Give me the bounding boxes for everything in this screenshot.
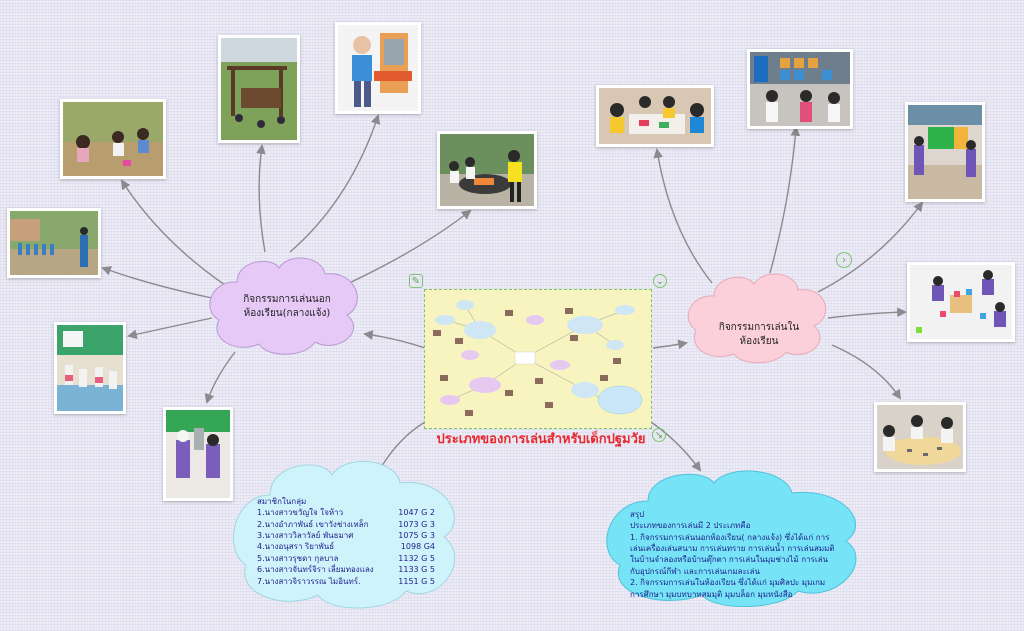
member-name: 1.นางสาวขวัญใจ ใจห้าว xyxy=(257,508,344,518)
indoor-node-label[interactable]: กิจกรรมการเล่นในห้องเรียน xyxy=(718,322,800,347)
connector-indoor-photo-2 xyxy=(769,126,801,274)
member-id: 1132 G 5 xyxy=(398,553,435,563)
connector-center-outdoor xyxy=(363,330,426,349)
member-row: 6.นางสาวจันทร์จิรา เลี่ยมทองแลง 1133 G 5 xyxy=(257,564,435,575)
summary-line: เล่นเครื่องเล่นสนาม การเล่นทราย การเล่นน… xyxy=(630,544,835,554)
connector-center-summary xyxy=(647,419,702,472)
summary-line: ประเภทของการเล่นมี 2 ประเภทคือ xyxy=(630,521,751,531)
expand-arrow-icon[interactable]: ↘ xyxy=(652,428,666,442)
connector-outdoor-photo-7 xyxy=(204,351,236,404)
connector-outdoor-photo-6 xyxy=(127,317,213,340)
member-row: 3.นางสาววิลาวัลย์ พันธมาศ 1075 G 3 xyxy=(257,530,435,541)
photo-outdoor-exercise[interactable] xyxy=(7,208,101,278)
photo-costume-play[interactable] xyxy=(163,407,233,501)
connector-center-indoor xyxy=(652,339,688,350)
members-bubble[interactable] xyxy=(230,455,470,613)
summary-line: ในบ้านจำลองหรือบ้านตุ๊กตา การเล่นในมุมช่… xyxy=(630,555,828,565)
connector-indoor-photo-4 xyxy=(827,307,907,319)
member-name: 7.นางสาวจิราวรรณ ไมอินทร์. xyxy=(257,576,361,586)
diagram-title: ประเภทของการเล่นสำหรับเด็กปฐมวัย xyxy=(436,432,646,447)
photo-table-activity[interactable] xyxy=(874,402,966,472)
indoor-bubble[interactable] xyxy=(686,268,832,364)
member-name: 5.นางสาวรุชดา กุลบาล xyxy=(257,553,339,563)
member-name: 6.นางสาวจันทร์จิรา เลี่ยมทองแลง xyxy=(257,565,374,575)
member-row: 4.นางอนุสรา ริยาพันธ์ 1098 G4 xyxy=(257,541,435,552)
connector-indoor-photo-5 xyxy=(831,344,902,400)
photo-sand-play[interactable] xyxy=(60,99,166,179)
chevron-down-icon[interactable]: ⌄ xyxy=(653,274,667,288)
member-row: 2.นางอำภาพันธ์ เขาวังช่างเหล็ก 1073 G 3 xyxy=(257,519,435,530)
photo-game-corner[interactable] xyxy=(905,102,985,202)
member-row: 7.นางสาวจิราวรรณ ไมอินทร์. 1151 G 5 xyxy=(257,576,435,587)
member-id: 1151 G 5 xyxy=(398,576,435,586)
summary-line: การศึกษา มุมบทบาทสมมุติ มุมบล็อก มุมหนัง… xyxy=(630,589,793,599)
summary-line: กับอุปกรณ์กีฬา และการเล่นเกมละเล่น xyxy=(630,566,760,576)
summary-bubble[interactable] xyxy=(602,467,872,609)
photo-block-corner[interactable] xyxy=(907,262,1015,342)
member-name: 2.นางอำภาพันธ์ เขาวังช่างเหล็ก xyxy=(257,519,369,529)
member-id: 1075 G 3 xyxy=(398,531,435,541)
photo-book-corner[interactable] xyxy=(747,49,853,129)
members-text: สมาชิกในกลุ่ม 1.นางสาวขวัญใจ ใจห้าว 1047 … xyxy=(257,496,435,587)
member-id: 1073 G 3 xyxy=(398,519,435,529)
summary-line: 2. กิจกรรมการเล่นในห้องเรียน ซึ่งได้แก่ … xyxy=(630,578,826,588)
edit-icon[interactable]: ✎ xyxy=(409,274,423,288)
connector-outdoor-photo-5 xyxy=(101,266,213,299)
member-row: 1.นางสาวขวัญใจ ใจห้าว 1047 G 2 xyxy=(257,507,435,518)
connector-outdoor-photo-4 xyxy=(344,209,472,286)
member-id: 1133 G 5 xyxy=(398,565,435,575)
member-name: 3.นางสาววิลาวัลย์ พันธมาศ xyxy=(257,531,354,541)
member-id: 1098 G4 xyxy=(400,542,435,552)
outdoor-node-label[interactable]: กิจกรรมการเล่นนอกห้องเรียน(กลางแจ้ง) xyxy=(243,294,331,319)
connector-indoor-photo-3 xyxy=(817,201,924,293)
connector-outdoor-photo-1 xyxy=(120,179,226,286)
members-heading: สมาชิกในกลุ่ม xyxy=(257,497,307,506)
photo-art-corner[interactable] xyxy=(596,85,714,147)
member-row: 5.นางสาวรุชดา กุลบาล 1132 G 5 xyxy=(257,553,435,564)
connector-indoor-photo-1 xyxy=(653,148,713,284)
photo-toy-workbench[interactable] xyxy=(335,22,421,114)
outdoor-bubble[interactable] xyxy=(207,250,367,356)
center-frame[interactable] xyxy=(424,289,652,429)
summary-line: 1. กิจกรรมการเล่นนอกห้องเรียน( กลางแจ้ง)… xyxy=(630,532,830,542)
photo-water-play[interactable] xyxy=(437,131,537,209)
center-frame-thumbnail xyxy=(433,300,643,416)
photo-playground-equipment[interactable] xyxy=(218,35,300,143)
connector-outdoor-photo-2 xyxy=(256,144,266,253)
chevron-right-icon[interactable]: › xyxy=(836,252,852,268)
summary-heading: สรุป xyxy=(630,510,645,519)
member-id: 1047 G 2 xyxy=(398,508,435,518)
photo-playhouse[interactable] xyxy=(54,322,126,414)
member-name: 4.นางอนุสรา ริยาพันธ์ xyxy=(257,542,335,552)
connector-outdoor-photo-3 xyxy=(289,114,381,253)
